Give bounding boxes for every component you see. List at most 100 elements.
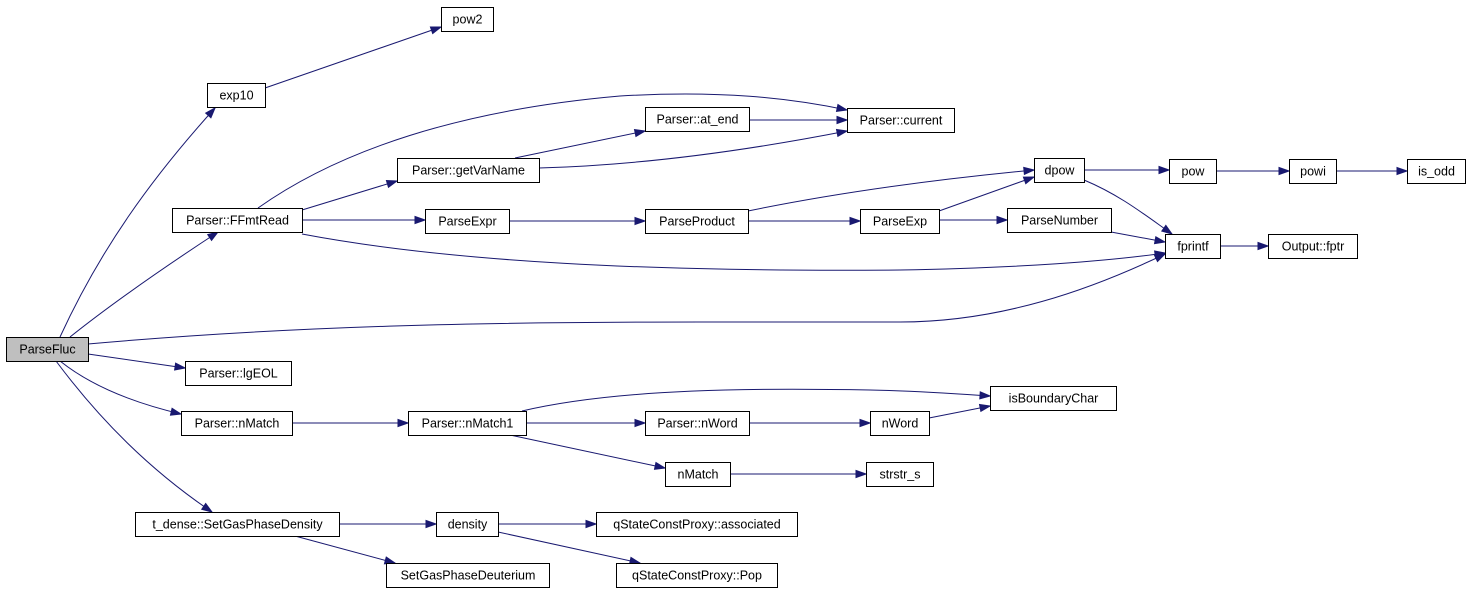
node-associated[interactable]: qStateConstProxy::associated	[596, 512, 798, 537]
arrowhead-FFmtRead-to-getVarName	[385, 180, 399, 189]
node-box[interactable]	[870, 411, 930, 436]
node-label: Parser::nMatch1	[422, 417, 514, 431]
node-label: density	[448, 518, 488, 532]
node-nWord[interactable]: nWord	[870, 411, 930, 436]
node-nWord_p[interactable]: Parser::nWord	[645, 411, 750, 436]
node-SetGasPhaseDeuterium[interactable]: SetGasPhaseDeuterium	[386, 563, 550, 588]
node-ParseFluc[interactable]: ParseFluc	[6, 337, 89, 362]
node-label: ParseExpr	[438, 215, 496, 229]
node-at_end[interactable]: Parser::at_end	[645, 107, 750, 132]
node-density[interactable]: density	[436, 512, 499, 537]
node-nMatch_p[interactable]: Parser::nMatch	[181, 411, 293, 436]
node-box[interactable]	[181, 411, 293, 436]
node-box[interactable]	[596, 512, 798, 537]
arrowhead-exp10-to-pow2	[429, 26, 443, 35]
node-label: pow2	[453, 13, 483, 27]
node-box[interactable]	[408, 411, 527, 436]
node-box[interactable]	[185, 361, 292, 386]
arrowhead-ParseProduct-to-dpow	[1023, 166, 1036, 176]
arrowhead-nWord_p-to-nWord	[859, 418, 872, 428]
node-box[interactable]	[645, 411, 750, 436]
arrowhead-ParseFluc-to-FFmtRead	[206, 231, 220, 242]
node-powi[interactable]: powi	[1289, 159, 1337, 184]
node-fprintf[interactable]: fprintf	[1165, 234, 1221, 259]
node-box[interactable]	[6, 337, 89, 362]
node-label: Parser::at_end	[657, 113, 739, 127]
node-box[interactable]	[1407, 159, 1466, 184]
node-SetGasPhaseDensity[interactable]: t_dense::SetGasPhaseDensity	[135, 512, 340, 537]
node-box[interactable]	[645, 209, 749, 234]
node-label: nWord	[882, 417, 919, 431]
node-getVarName[interactable]: Parser::getVarName	[397, 158, 540, 183]
node-fptr[interactable]: Output::fptr	[1268, 234, 1358, 259]
edge-ParseFluc-to-FFmtRead	[69, 231, 219, 338]
arrowhead-ParseExpr-to-ParseProduct	[634, 216, 647, 226]
node-strstr_s[interactable]: strstr_s	[866, 462, 934, 487]
arrowhead-getVarName-to-current	[835, 128, 849, 138]
arrowhead-nMatch-to-strstr_s	[855, 469, 868, 479]
node-Pop[interactable]: qStateConstProxy::Pop	[616, 563, 778, 588]
node-isBoundaryChar[interactable]: isBoundaryChar	[990, 386, 1117, 411]
node-box[interactable]	[425, 209, 510, 234]
arrowhead-nMatch_p-to-nMatch1	[397, 418, 410, 428]
node-box[interactable]	[1034, 158, 1085, 183]
node-nMatch[interactable]: nMatch	[665, 462, 731, 487]
edge-ParseProduct-to-dpow	[747, 169, 1035, 212]
node-box[interactable]	[866, 462, 934, 487]
node-box[interactable]	[645, 107, 750, 132]
node-label: SetGasPhaseDeuterium	[401, 569, 536, 583]
arrowhead-ParseFluc-to-lgEOL	[174, 362, 187, 371]
node-box[interactable]	[135, 512, 340, 537]
edge-ParseFluc-to-exp10	[59, 107, 216, 338]
node-label: Output::fptr	[1282, 240, 1345, 254]
node-box[interactable]	[1169, 159, 1217, 184]
arrowhead-getVarName-to-at_end	[633, 129, 647, 138]
node-exp10[interactable]: exp10	[207, 83, 266, 108]
node-label: fprintf	[1177, 240, 1209, 254]
node-box[interactable]	[616, 563, 778, 588]
edge-FFmtRead-to-getVarName	[301, 180, 398, 211]
arrowhead-SetGasPhaseDensity-to-SetGasPhaseDeuterium	[383, 556, 397, 565]
nodes-layer: ParseFlucexp10pow2Parser::FFmtReadParser…	[6, 7, 1466, 588]
node-lgEOL[interactable]: Parser::lgEOL	[185, 361, 292, 386]
arrowhead-density-to-associated	[585, 519, 598, 529]
node-box[interactable]	[436, 512, 499, 537]
node-pow[interactable]: pow	[1169, 159, 1217, 184]
node-ParseNumber[interactable]: ParseNumber	[1007, 208, 1112, 233]
node-box[interactable]	[1289, 159, 1337, 184]
node-ParseExp[interactable]: ParseExp	[860, 209, 940, 234]
arrowhead-dpow-to-pow	[1158, 165, 1171, 175]
node-FFmtRead[interactable]: Parser::FFmtRead	[172, 208, 303, 233]
node-pow2[interactable]: pow2	[441, 7, 494, 32]
edge-exp10-to-pow2	[264, 26, 442, 89]
node-box[interactable]	[665, 462, 731, 487]
node-box[interactable]	[1165, 234, 1221, 259]
node-nMatch1[interactable]: Parser::nMatch1	[408, 411, 527, 436]
edge-getVarName-to-current	[538, 130, 848, 169]
node-dpow[interactable]: dpow	[1034, 158, 1085, 183]
node-box[interactable]	[441, 7, 494, 32]
node-ParseExpr[interactable]: ParseExpr	[425, 209, 510, 234]
node-label: t_dense::SetGasPhaseDensity	[152, 518, 323, 532]
node-label: powi	[1300, 165, 1326, 179]
node-box[interactable]	[397, 158, 540, 183]
node-label: isBoundaryChar	[1009, 392, 1099, 406]
node-label: qStateConstProxy::Pop	[632, 569, 762, 583]
node-is_odd[interactable]: is_odd	[1407, 159, 1466, 184]
node-ParseProduct[interactable]: ParseProduct	[645, 209, 749, 234]
node-label: pow	[1182, 165, 1206, 179]
edge-ParseExp-to-dpow	[938, 176, 1035, 212]
node-box[interactable]	[172, 208, 303, 233]
node-label: Parser::FFmtRead	[186, 214, 289, 228]
node-box[interactable]	[990, 386, 1117, 411]
node-box[interactable]	[386, 563, 550, 588]
arrowhead-ParseFluc-to-SetGasPhaseDensity	[200, 502, 214, 513]
node-box[interactable]	[860, 209, 940, 234]
node-box[interactable]	[1268, 234, 1358, 259]
node-box[interactable]	[847, 108, 955, 133]
node-label: nMatch	[678, 468, 719, 482]
node-current[interactable]: Parser::current	[847, 108, 955, 133]
node-box[interactable]	[1007, 208, 1112, 233]
node-box[interactable]	[207, 83, 266, 108]
arrowhead-nMatch1-to-nWord_p	[634, 418, 647, 428]
